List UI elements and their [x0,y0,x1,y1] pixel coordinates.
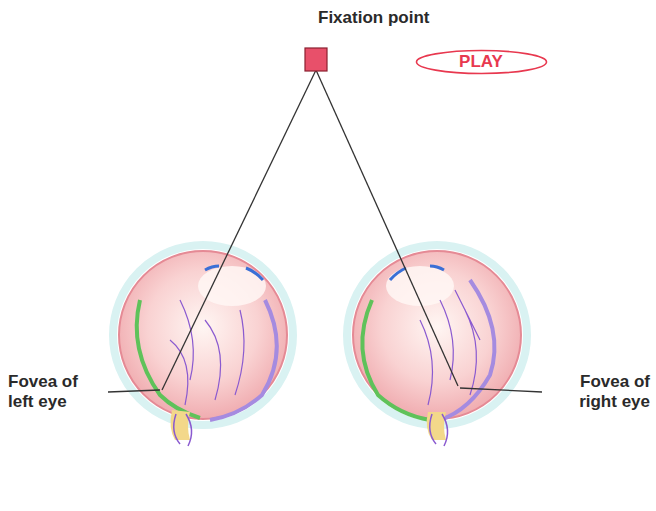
left-eyeball [113,245,293,446]
leader-line [108,390,160,392]
sight-line [162,70,316,390]
sight-line [316,70,458,386]
fovea-label: Fovea of left eye [8,372,104,412]
right-eyeball [347,245,527,446]
fovea-label: Fovea of right eye [546,372,650,412]
play-button: PLAY [415,49,548,75]
fixation-square [305,48,327,71]
fixation-label: Fixation point [318,8,458,28]
leader-line [460,388,542,392]
button-text: PLAY [415,52,548,72]
